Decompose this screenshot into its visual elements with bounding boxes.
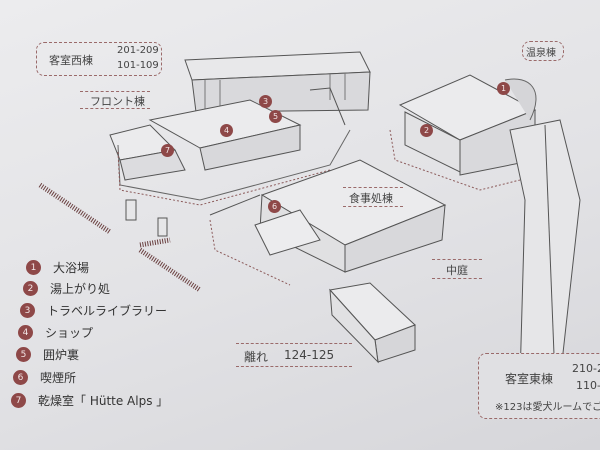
west-wing-rooms-lower: 101-109	[117, 60, 159, 71]
annex-label: 離れ 124-125	[236, 343, 352, 367]
onsen-wing-label: 温泉棟	[522, 41, 564, 61]
legend-label: 乾燥室「 Hütte Alps 」	[38, 394, 169, 408]
west-wing-building	[184, 51, 371, 113]
front-wing-building	[109, 87, 351, 206]
legend-item: 5 囲炉裏	[16, 346, 79, 363]
legend-item: 3 トラベルライブラリー	[20, 302, 167, 319]
dining-wing-building	[209, 159, 447, 286]
map-marker-1: 1	[497, 82, 510, 95]
number-badge: 3	[20, 303, 35, 318]
annex-name: 離れ	[244, 350, 269, 364]
legend-label: ショップ	[45, 326, 94, 340]
number-badge: 1	[26, 260, 41, 275]
map-marker-2: 2	[420, 124, 433, 137]
front-wing-text: フロント棟	[90, 95, 145, 108]
number-badge: 4	[18, 325, 33, 340]
legend-item: 1 大浴場	[26, 259, 89, 276]
map-marker-7: 7	[161, 144, 174, 157]
courtyard-text: 中庭	[446, 264, 468, 277]
legend-label: 湯上がり処	[50, 282, 111, 296]
east-corridor	[509, 119, 581, 381]
east-wing-note: ※123は愛犬ルームでご	[495, 402, 600, 413]
east-wing-rooms-upper: 210-2	[572, 362, 600, 375]
east-wing-label: 客室東棟 210-2 110- ※123は愛犬ルームでご	[478, 353, 600, 419]
onsen-wing-text: 温泉棟	[526, 48, 556, 59]
legend-label: 喫煙所	[40, 371, 77, 385]
number-badge: 6	[13, 370, 28, 385]
courtyard-label: 中庭	[432, 259, 482, 279]
stone-walls	[38, 182, 202, 293]
annex-building	[329, 282, 416, 364]
east-wing-name: 客室東棟	[505, 372, 554, 386]
legend-item: 7 乾燥室「 Hütte Alps 」	[11, 392, 168, 409]
map-marker-6: 6	[268, 200, 281, 213]
legend-label: 大浴場	[53, 261, 90, 275]
front-wing-label: フロント棟	[80, 91, 150, 109]
number-badge: 7	[11, 393, 26, 408]
map-marker-3: 3	[259, 95, 272, 108]
west-wing-name: 客室西棟	[49, 54, 93, 67]
legend-item: 2 湯上がり処	[23, 280, 110, 297]
legend-label: トラベルライブラリー	[47, 304, 168, 318]
map-marker-4: 4	[220, 124, 233, 137]
annex-rooms: 124-125	[284, 348, 335, 362]
dining-wing-text: 食事処棟	[349, 192, 393, 205]
west-wing-label: 客室西棟 201-209 101-109	[36, 42, 162, 76]
legend-item: 4 ショップ	[18, 324, 93, 341]
dining-wing-label: 食事処棟	[343, 187, 403, 207]
number-badge: 5	[16, 347, 31, 362]
east-wing-rooms-lower: 110-	[576, 379, 600, 392]
number-badge: 2	[23, 281, 38, 296]
legend-label: 囲炉裏	[43, 348, 80, 362]
legend-item: 6 喫煙所	[13, 369, 76, 386]
west-wing-rooms-upper: 201-209	[117, 45, 159, 56]
map-marker-5: 5	[269, 110, 282, 123]
